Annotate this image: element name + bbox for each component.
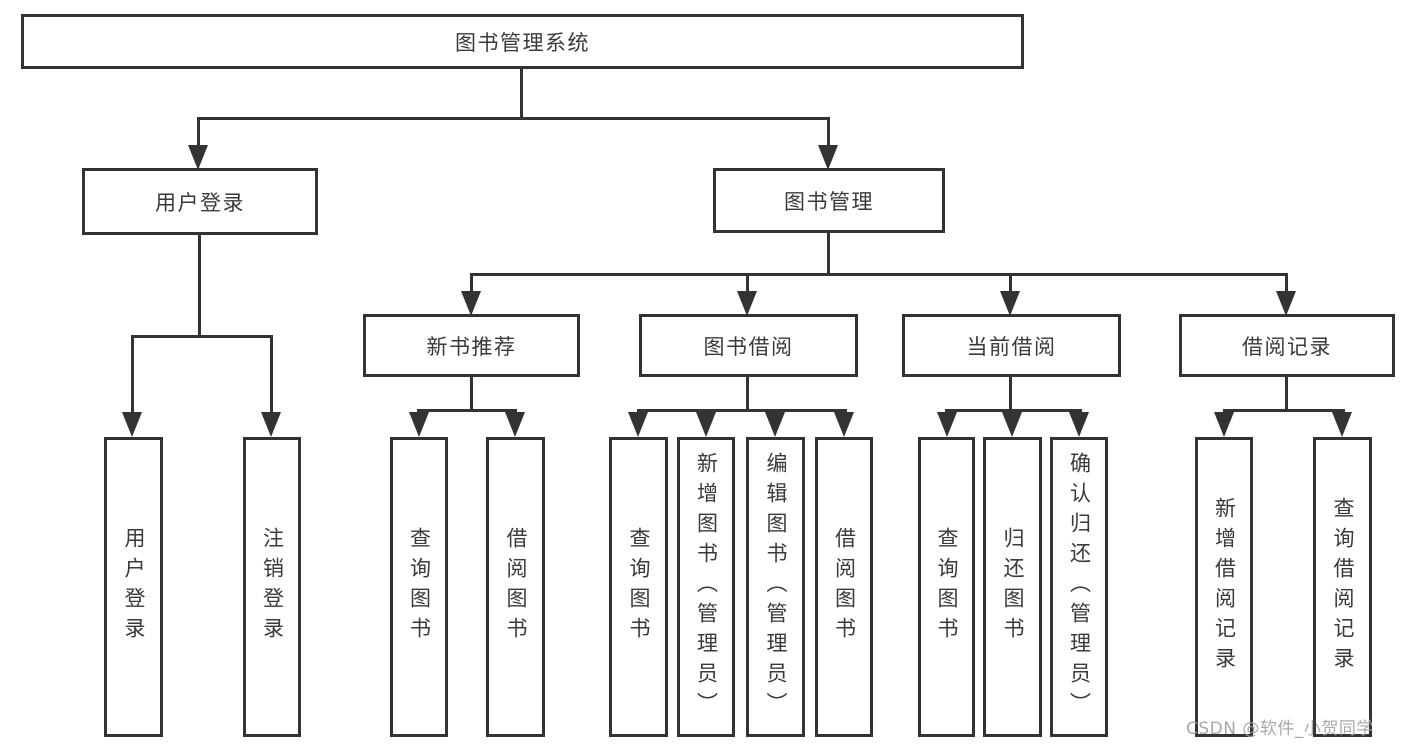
connector-h: [1223, 409, 1345, 412]
node-label: 新书推荐: [426, 334, 517, 359]
arrowhead-down-icon: [765, 412, 785, 437]
arrowhead-down-icon: [409, 412, 429, 437]
arrowhead-down-icon: [1000, 291, 1020, 316]
connector-v: [470, 377, 473, 412]
arrowhead-down-icon: [1069, 412, 1089, 437]
leaf-edit-book-admin: 编辑图书（管理员）: [746, 437, 805, 737]
node-current-borrowing: 当前借阅: [902, 314, 1121, 377]
arrowhead-down-icon: [1002, 412, 1022, 437]
connector-v: [746, 377, 749, 412]
connector-v: [746, 275, 749, 292]
connector-h: [417, 409, 517, 412]
leaf-logout: 注销登录: [243, 437, 301, 737]
leaf-label: 查询借阅记录: [1331, 497, 1355, 677]
leaf-return-books: 归还图书: [983, 437, 1042, 737]
leaf-query-books-borrowing: 查询图书: [609, 437, 668, 737]
connector-v: [827, 233, 830, 275]
connector-h: [637, 409, 847, 412]
leaf-label: 确认归还（管理员）: [1067, 452, 1092, 722]
node-book-management: 图书管理: [713, 168, 945, 233]
connector-v: [197, 119, 200, 146]
connector-h: [470, 273, 1288, 276]
leaf-user-login: 用户登录: [104, 437, 163, 737]
node-user-login: 用户登录: [82, 168, 318, 235]
node-label: 图书借阅: [703, 334, 794, 359]
arrowhead-down-icon: [818, 145, 838, 170]
node-label: 图书管理系统: [455, 30, 590, 55]
connector-v: [1009, 377, 1012, 412]
arrowhead-down-icon: [261, 412, 281, 437]
leaf-query-borrow-record: 查询借阅记录: [1313, 437, 1372, 737]
connector-v: [1285, 275, 1288, 292]
node-borrowing-records: 借阅记录: [1179, 314, 1395, 377]
leaf-label: 编辑图书（管理员）: [764, 452, 788, 722]
arrowhead-down-icon: [834, 412, 854, 437]
connector-v: [270, 337, 273, 413]
leaf-label: 借阅图书: [504, 527, 528, 647]
arrowhead-down-icon: [505, 412, 525, 437]
leaf-label: 借阅图书: [832, 527, 857, 647]
arrowhead-down-icon: [737, 291, 757, 316]
arrowhead-down-icon: [122, 412, 142, 437]
leaf-query-books-current: 查询图书: [918, 437, 975, 737]
connector-v: [827, 119, 830, 146]
node-label: 图书管理: [784, 189, 874, 214]
arrowhead-down-icon: [1276, 291, 1296, 316]
connector-h: [945, 409, 1082, 412]
arrowhead-down-icon: [628, 412, 648, 437]
leaf-label: 用户登录: [122, 527, 146, 647]
leaf-add-book-admin: 新增图书（管理员）: [677, 437, 735, 737]
leaf-label: 查询图书: [935, 527, 959, 647]
arrowhead-down-icon: [461, 291, 481, 316]
leaf-label: 查询图书: [627, 527, 651, 647]
connector-h: [197, 117, 830, 120]
arrowhead-down-icon: [1214, 412, 1234, 437]
arrowhead-down-icon: [696, 412, 716, 437]
leaf-label: 查询图书: [407, 527, 432, 647]
leaf-add-borrow-record: 新增借阅记录: [1195, 437, 1253, 737]
leaf-label: 新增图书（管理员）: [694, 452, 719, 722]
connector-v: [131, 337, 134, 413]
node-book-borrowing: 图书借阅: [639, 314, 858, 377]
leaf-label: 注销登录: [260, 527, 285, 647]
leaf-borrow-books-recommend: 借阅图书: [486, 437, 545, 737]
arrowhead-down-icon: [937, 412, 957, 437]
node-new-book-recommendation: 新书推荐: [363, 314, 580, 377]
node-label: 借阅记录: [1242, 334, 1332, 359]
node-library-management-system: 图书管理系统: [21, 14, 1024, 69]
connector-v: [1285, 377, 1288, 412]
connector-h: [131, 335, 273, 338]
leaf-confirm-return-admin: 确认归还（管理员）: [1050, 437, 1108, 737]
connector-v: [1009, 275, 1012, 292]
leaf-label: 新增借阅记录: [1212, 497, 1237, 677]
leaf-query-books-recommend: 查询图书: [390, 437, 448, 737]
node-label: 用户登录: [155, 190, 245, 215]
leaf-label: 归还图书: [1001, 527, 1025, 647]
arrowhead-down-icon: [188, 145, 208, 170]
arrowhead-down-icon: [1332, 412, 1352, 437]
connector-v: [520, 67, 523, 119]
connector-v: [470, 275, 473, 292]
connector-v: [198, 235, 201, 337]
node-label: 当前借阅: [966, 334, 1057, 359]
csdn-watermark: CSDN @软件_小贺同学: [1186, 719, 1374, 739]
leaf-borrow-books: 借阅图书: [815, 437, 873, 737]
